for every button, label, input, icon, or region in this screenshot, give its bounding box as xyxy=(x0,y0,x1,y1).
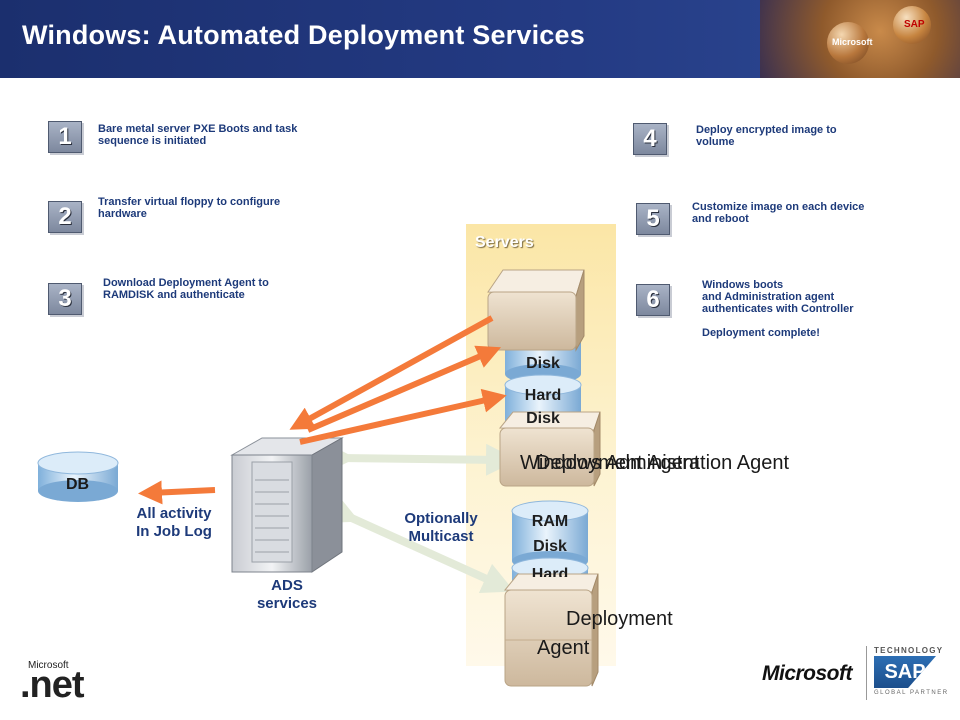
step-2-badge: 2 xyxy=(48,201,82,233)
windows-admin-agent-box xyxy=(498,411,601,487)
admin-agent-arrow xyxy=(323,441,518,476)
dotnet-logo: .net xyxy=(20,664,85,706)
bottom-agent-label-line1: Deployment xyxy=(566,608,673,630)
step-6-text: Windows boots and Administration agent a… xyxy=(702,279,854,339)
sap-partner-label: GLOBAL PARTNER xyxy=(874,690,949,696)
bottom-hard-label: Hard xyxy=(531,566,569,577)
bottom-agent-label-line2: Agent xyxy=(537,637,590,659)
ads-services-label: ADS services xyxy=(256,577,318,612)
dotnet-microsoft-label: Microsoft xyxy=(28,660,69,671)
step-6-badge: 6 xyxy=(636,284,670,316)
step-3-text: Download Deployment Agent to RAMDISK and… xyxy=(103,277,269,301)
deploy-image-arrow xyxy=(306,345,502,433)
job-log-label: All activity In Job Log xyxy=(136,505,212,540)
sphere-label-microsoft: Microsoft xyxy=(832,37,873,47)
top-disk-label: Disk xyxy=(526,355,560,372)
ads-server-icon xyxy=(230,437,344,573)
step-4-text: Deploy encrypted image to volume xyxy=(696,124,837,148)
step-4-badge: 4 xyxy=(633,123,667,155)
multicast-label: Optionally Multicast xyxy=(404,510,478,545)
top-hard-label-line2: Disk xyxy=(526,410,560,427)
sap-logo: SAP xyxy=(874,656,936,688)
microsoft-logo: Microsoft xyxy=(762,662,853,685)
db-cylinder xyxy=(37,451,119,502)
deployment-agent-overlap-label: Deployment Agent xyxy=(536,452,700,474)
footer-divider xyxy=(866,646,867,700)
job-log-arrow xyxy=(138,480,216,505)
page-title: Windows: Automated Deployment Services xyxy=(22,20,585,50)
sap-sphere-icon xyxy=(893,6,931,44)
windows-admin-agent-label: Windows Administration Agent xyxy=(520,452,790,474)
db-label: DB xyxy=(66,476,90,493)
multicast-arrow xyxy=(323,493,515,593)
transfer-floppy-arrow xyxy=(299,388,507,445)
step-5-text: Customize image on each device and reboo… xyxy=(692,201,865,225)
servers-label: Servers xyxy=(475,234,534,251)
step-1-badge: 1 xyxy=(48,121,82,153)
header-bar: Microsoft SAP Windows: Automated Deploym… xyxy=(0,0,960,78)
sap-technology-label: TECHNOLOGY xyxy=(874,646,944,655)
deployment-agent-box-top xyxy=(487,269,585,352)
bottom-ram-label-line2: Disk xyxy=(533,538,567,555)
download-agent-arrow xyxy=(289,315,494,430)
top-hard-label-line1: Hard xyxy=(524,387,562,404)
microsoft-sphere-icon xyxy=(827,22,869,64)
deployment-agent-box-bottom xyxy=(503,573,599,687)
step-5-badge: 5 xyxy=(636,203,670,235)
step-2-text: Transfer virtual floppy to configure har… xyxy=(98,196,281,220)
bottom-ram-label-line1: RAM xyxy=(531,513,569,530)
step-1-text: Bare metal server PXE Boots and task seq… xyxy=(98,123,298,147)
step-3-badge: 3 xyxy=(48,283,82,315)
sphere-label-sap: SAP xyxy=(904,19,925,30)
